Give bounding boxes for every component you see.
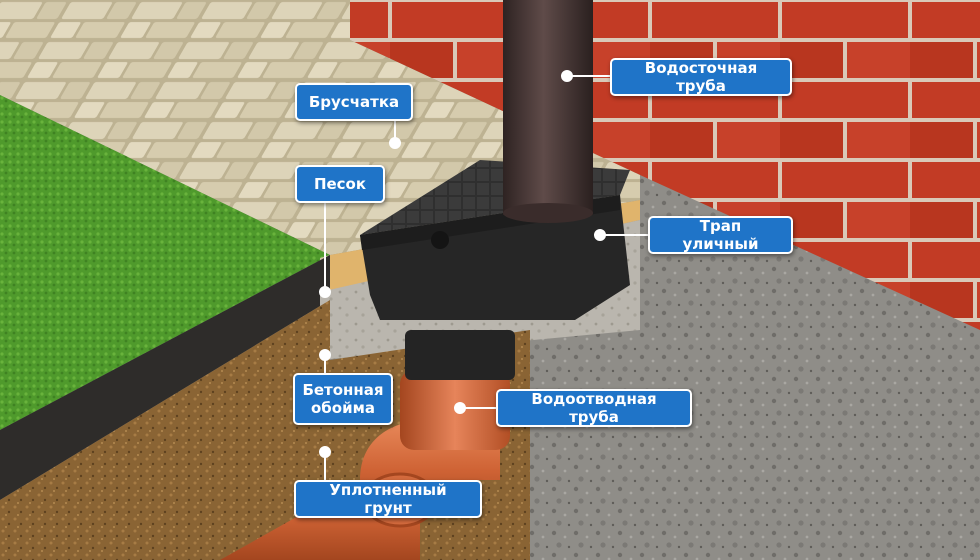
label-concrete-collar: Бетонная обойма xyxy=(293,373,393,425)
label-downpipe: Водосточная труба xyxy=(610,58,792,96)
label-paving: Брусчатка xyxy=(295,83,413,121)
label-street-drain: Трап уличный xyxy=(648,216,793,254)
label-compacted-soil: Уплотненный грунт xyxy=(294,480,482,518)
label-sand: Песок xyxy=(295,165,385,203)
label-drain-pipe: Водоотводная труба xyxy=(496,389,692,427)
